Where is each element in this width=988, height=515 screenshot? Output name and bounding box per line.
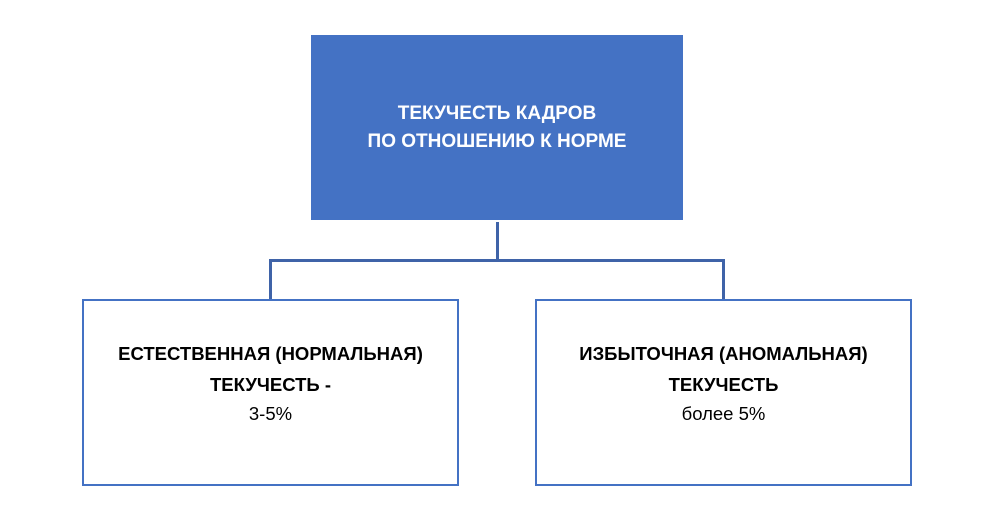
child-node-natural-turnover: ЕСТЕСТВЕННАЯ (НОРМАЛЬНАЯ) ТЕКУЧЕСТЬ - 3-… bbox=[82, 299, 459, 486]
natural-turnover-value: 3-5% bbox=[248, 402, 293, 424]
child-node-excessive-turnover: ИЗБЫТОЧНАЯ (АНОМАЛЬНАЯ) ТЕКУЧЕСТЬ более … bbox=[535, 299, 912, 486]
root-node-turnover: ТЕКУЧЕСТЬ КАДРОВ ПО ОТНОШЕНИЮ К НОРМЕ bbox=[311, 35, 683, 220]
natural-turnover-line1: ЕСТЕСТВЕННАЯ (НОРМАЛЬНАЯ) bbox=[118, 342, 423, 364]
excessive-turnover-value: более 5% bbox=[681, 402, 766, 424]
natural-turnover-line2: ТЕКУЧЕСТЬ - bbox=[209, 373, 332, 395]
connector-root-vertical bbox=[496, 222, 499, 261]
root-node-line1: ТЕКУЧЕСТЬ КАДРОВ bbox=[397, 102, 597, 124]
connector-left-drop bbox=[269, 259, 272, 299]
connector-horizontal bbox=[269, 259, 725, 262]
excessive-turnover-line1: ИЗБЫТОЧНАЯ (АНОМАЛЬНАЯ) bbox=[579, 342, 868, 364]
connector-right-drop bbox=[722, 259, 725, 299]
excessive-turnover-line2: ТЕКУЧЕСТЬ bbox=[668, 373, 779, 395]
root-node-line2: ПО ОТНОШЕНИЮ К НОРМЕ bbox=[367, 130, 627, 152]
